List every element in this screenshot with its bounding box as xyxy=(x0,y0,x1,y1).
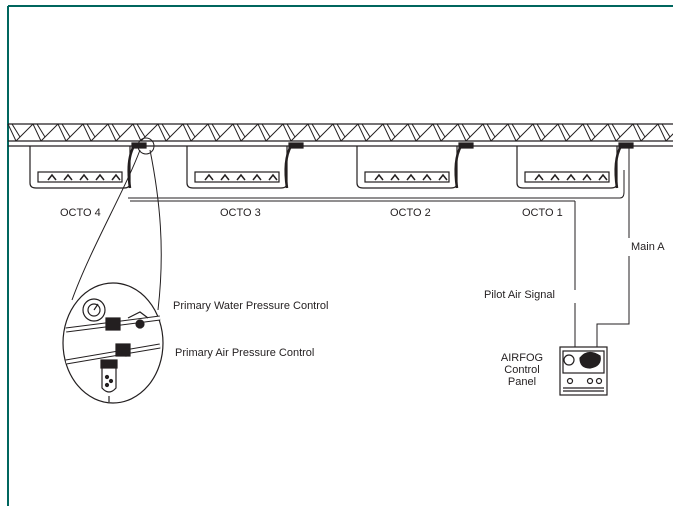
control-panel-label: AIRFOG Control Panel xyxy=(496,352,548,388)
fog-units xyxy=(29,142,634,189)
supply-pipe xyxy=(128,170,625,202)
control-panel-label-line2: Control xyxy=(504,364,540,376)
air-control-callout: Primary Air Pressure Control xyxy=(175,347,315,359)
truss-segment xyxy=(232,123,259,142)
panel-gauge-icon xyxy=(579,351,601,369)
air-lines xyxy=(574,146,630,347)
unit-label-octo-3: OCTO 3 xyxy=(220,207,261,219)
airfog-control-panel xyxy=(559,346,608,396)
truss-segment xyxy=(107,123,134,142)
panel-dial-icon xyxy=(563,354,575,366)
truss-segment xyxy=(57,123,84,142)
fog-unit-4 xyxy=(29,142,147,189)
truss-segment xyxy=(7,123,34,142)
detail-leader-lines xyxy=(71,137,162,311)
fog-unit-2 xyxy=(356,142,474,189)
truss-segment xyxy=(182,123,209,142)
control-panel-label-line3: Panel xyxy=(507,376,537,388)
ceiling-truss xyxy=(7,123,673,147)
truss-segment xyxy=(82,123,109,142)
truss-segment xyxy=(407,123,434,142)
truss-segment xyxy=(357,123,384,142)
truss-segment xyxy=(557,123,584,142)
unit-label-octo-2: OCTO 2 xyxy=(390,207,431,219)
truss-segment xyxy=(657,123,673,142)
fog-unit-1 xyxy=(516,142,634,189)
truss-segment xyxy=(307,123,334,142)
main-air-label: Main A xyxy=(631,241,665,253)
truss-segment xyxy=(382,123,409,142)
unit-label-octo-4: OCTO 4 xyxy=(60,207,101,219)
truss-segment xyxy=(632,123,659,142)
truss-segment xyxy=(607,123,634,142)
truss-segment xyxy=(507,123,534,142)
pressure-gauge-icon xyxy=(82,298,106,322)
truss-segment xyxy=(482,123,509,142)
water-control-callout: Primary Water Pressure Control xyxy=(173,300,329,312)
truss-segment xyxy=(432,123,459,142)
filter-bowl-icon xyxy=(101,368,117,393)
fog-unit-3 xyxy=(186,142,304,189)
pilot-signal-label: Pilot Air Signal xyxy=(484,289,555,301)
truss-segment xyxy=(332,123,359,142)
water-valve-icon xyxy=(105,317,121,331)
truss-segment xyxy=(457,123,484,142)
truss-segment xyxy=(582,123,609,142)
frame-border xyxy=(7,5,673,506)
truss-segment xyxy=(207,123,234,142)
truss-segment xyxy=(257,123,284,142)
truss-segment xyxy=(157,123,184,142)
control-panel-label-line1: AIRFOG xyxy=(500,352,544,364)
truss-segment xyxy=(532,123,559,142)
unit-label-octo-1: OCTO 1 xyxy=(522,207,563,219)
truss-segment xyxy=(32,123,59,142)
pressure-control-detail xyxy=(62,282,164,404)
truss-segment xyxy=(282,123,309,142)
